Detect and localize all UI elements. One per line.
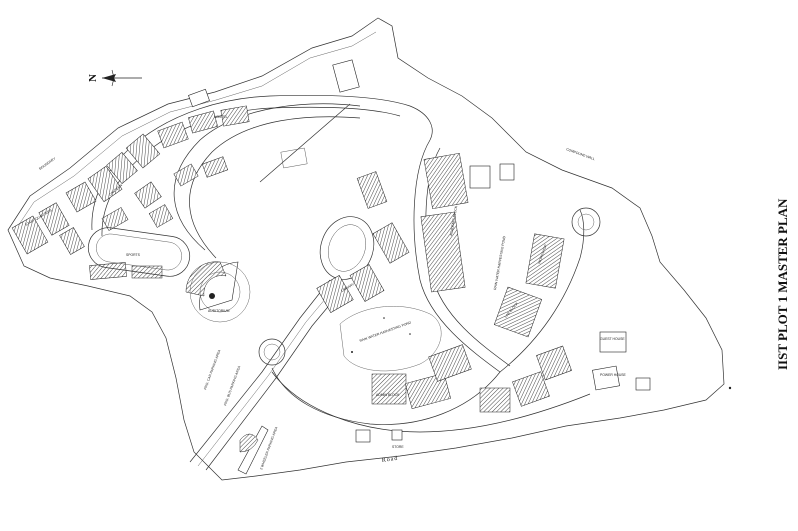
sports-track-inner bbox=[96, 233, 182, 271]
label-library: LIBRARY bbox=[341, 282, 356, 293]
entrance-median bbox=[197, 285, 337, 467]
entrance-road bbox=[189, 279, 331, 463]
loop-road-east bbox=[499, 209, 585, 373]
label-workshop: WORKSHOP bbox=[537, 243, 548, 264]
south-road bbox=[271, 371, 591, 433]
label-parking-bus: PRO. BUS PARKING AREA bbox=[223, 365, 241, 407]
north-structure bbox=[332, 59, 360, 93]
outer-ring-road-b bbox=[101, 106, 401, 237]
label-academic: ACADEMIC BLOCK bbox=[449, 205, 458, 236]
crescent-buildings bbox=[11, 105, 250, 280]
rain-water-pond-a bbox=[339, 306, 442, 372]
site-boundary bbox=[7, 17, 725, 481]
east-turning-circle bbox=[571, 207, 601, 237]
label-parking-car: PRO. CAR PARKING AREA bbox=[203, 349, 221, 391]
crescent-road-outer bbox=[173, 103, 361, 251]
two-wheeler-parking bbox=[237, 425, 269, 475]
road-label: Road bbox=[381, 456, 398, 464]
label-sports: SPORTS bbox=[126, 253, 141, 257]
label-store: STORE bbox=[392, 445, 404, 449]
pump-house bbox=[188, 88, 210, 108]
sports-track bbox=[87, 227, 191, 277]
label-rain-water-b: RAIN WATER HARVESTING POND bbox=[493, 235, 507, 290]
entrance-roundabout-inner bbox=[263, 343, 281, 361]
auditorium bbox=[185, 261, 251, 323]
north-arrow-icon: N bbox=[87, 69, 142, 87]
crescent-road-inner bbox=[189, 116, 361, 259]
label-rain-water-a: RAIN WATER HARVESTING POND bbox=[359, 320, 412, 343]
north-label: N bbox=[87, 74, 99, 82]
label-power-house: POWER HOUSE bbox=[600, 373, 627, 377]
label-hostel: HOSTEL bbox=[214, 115, 228, 119]
gate-house bbox=[355, 429, 371, 443]
service-line bbox=[259, 103, 351, 183]
label-boundary: BOUNDARY bbox=[38, 156, 57, 171]
plan-title: IIST PLOT 1 MASTER PLAN bbox=[775, 198, 790, 370]
entrance-roundabout bbox=[258, 338, 286, 366]
entrance-road-edge bbox=[205, 289, 343, 471]
label-admin: ADMIN BLOCK bbox=[376, 393, 400, 397]
academic-buildings bbox=[371, 152, 651, 413]
label-guest-house: GUEST HOUSE bbox=[600, 337, 625, 341]
central-oval-inner bbox=[327, 224, 367, 272]
east-turning-circle-inner bbox=[577, 213, 595, 231]
store-shed bbox=[391, 429, 403, 441]
label-auditorium: AUDITORIUM bbox=[208, 309, 230, 313]
central-buildings bbox=[316, 171, 410, 313]
court bbox=[280, 147, 308, 169]
label-compound-wall: COMPOUND WALL bbox=[566, 147, 596, 161]
